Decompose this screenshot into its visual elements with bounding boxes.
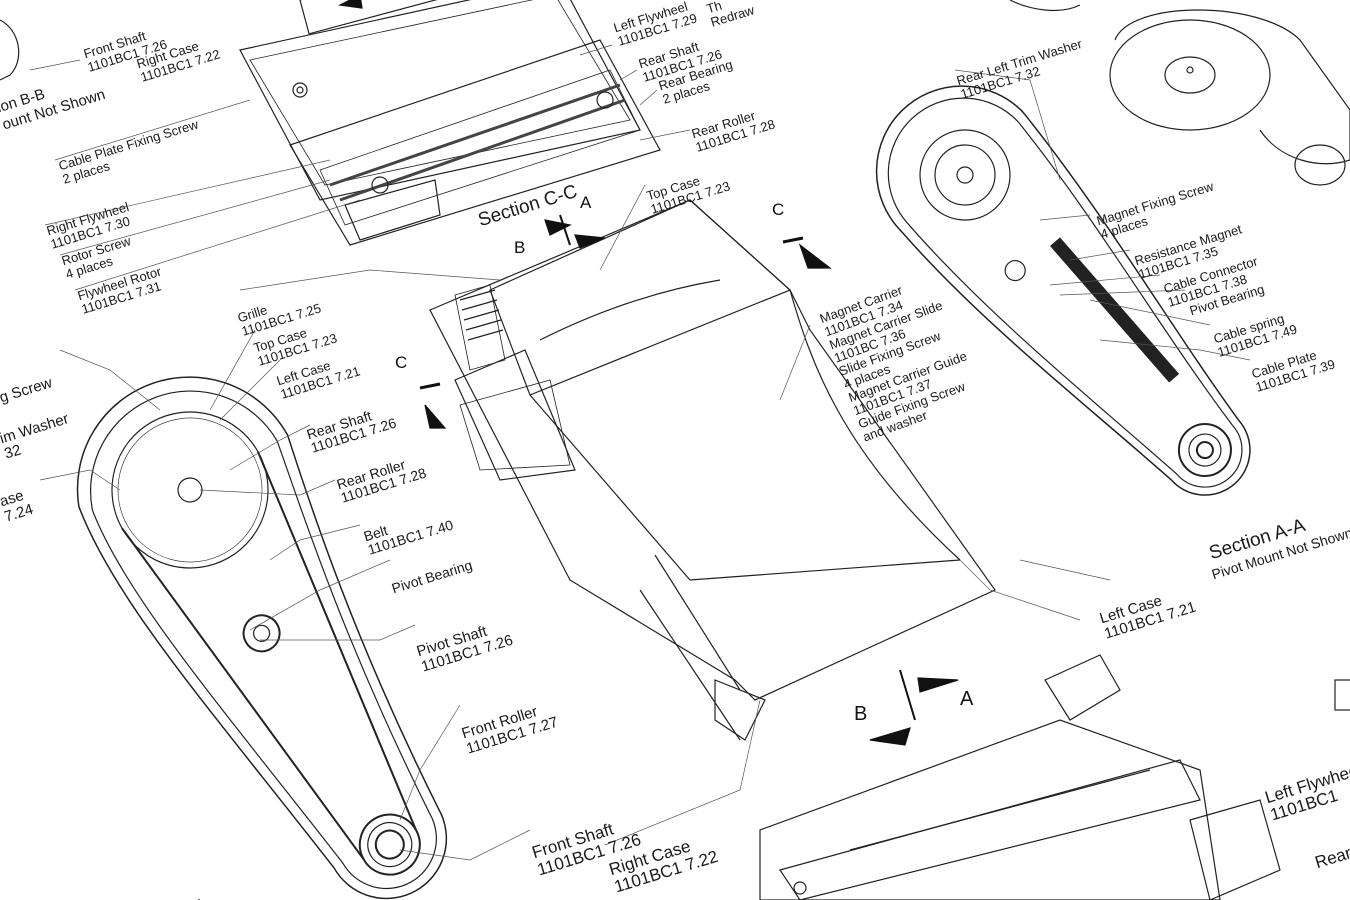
section-letter-c-left: C xyxy=(395,353,408,372)
section-letter-a-bottom: A xyxy=(960,688,974,710)
section-letter-c-top: C xyxy=(772,200,785,219)
section-letter-b-bottom: B xyxy=(854,703,868,725)
right-arm-assembly xyxy=(875,85,1251,496)
top-rotor-assembly xyxy=(239,0,661,246)
top-left-partial-arm xyxy=(0,19,20,81)
section-letter-a-top: A xyxy=(580,193,592,212)
top-right-partial xyxy=(1009,0,1081,11)
bottom-flywheel-assembly xyxy=(759,654,1350,900)
section-markers xyxy=(337,0,959,746)
central-case xyxy=(429,199,996,741)
top-right-flywheel xyxy=(1109,9,1350,186)
section-letter-b-top: B xyxy=(514,238,526,257)
left-arm-assembly xyxy=(76,376,448,900)
leader-lines xyxy=(29,44,1251,861)
